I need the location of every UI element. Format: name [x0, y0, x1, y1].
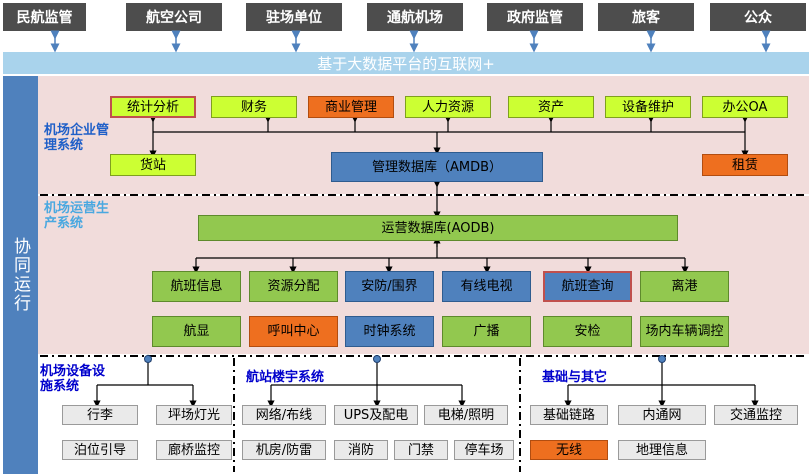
box-base-link: 基础链路 [530, 405, 608, 425]
box-bridge-monitoring: 廊桥监控 [156, 440, 232, 460]
box-broadcast: 广播 [442, 316, 531, 347]
box-apron-lighting: 坪场灯光 [156, 405, 232, 425]
stakeholder-general-aviation-airport: 通航机场 [367, 3, 463, 31]
stakeholder-passenger: 旅客 [598, 3, 694, 31]
box-machine-room: 机房/防雷 [242, 440, 326, 460]
box-aodb: 运营数据库(AODB) [198, 215, 678, 241]
box-geo-info: 地理信息 [618, 440, 706, 460]
box-berth-guidance: 泊位引导 [62, 440, 138, 460]
box-clock-system: 时钟系统 [345, 316, 434, 347]
box-departure: 离港 [640, 271, 729, 302]
box-cargo: 货站 [110, 154, 196, 176]
box-call-center: 呼叫中心 [249, 316, 338, 347]
stakeholder-resident-units: 驻场单位 [246, 3, 342, 31]
box-access-control: 门禁 [394, 440, 448, 460]
box-wireless: 无线 [530, 440, 608, 460]
stakeholder-airline: 航空公司 [126, 3, 222, 31]
platform-banner: 基于大数据平台的互联网+ [3, 52, 809, 74]
box-fire-protection: 消防 [334, 440, 388, 460]
box-vehicle-dispatch: 场内车辆调控 [640, 316, 729, 347]
box-intercom-network: 内通网 [618, 405, 706, 425]
box-assets: 资产 [508, 96, 594, 118]
box-cable-tv: 有线电视 [442, 271, 531, 302]
box-finance: 财务 [211, 96, 297, 118]
collaborative-operation-bar: 协同运行 [3, 76, 38, 474]
box-office-oa: 办公OA [702, 96, 788, 118]
box-commercial: 商业管理 [308, 96, 394, 118]
box-elevator-lighting: 电梯/照明 [424, 405, 508, 425]
box-ups-power: UPS及配电 [334, 405, 418, 425]
box-flight-info: 航班信息 [152, 271, 241, 302]
stakeholder-government-regulator: 政府监管 [487, 3, 583, 31]
facilities-system-label: 机场设备设施系统 [40, 364, 106, 394]
box-flight-query: 航班查询 [543, 271, 632, 302]
box-security-check: 安检 [543, 316, 632, 347]
box-parking: 停车场 [454, 440, 514, 460]
box-flight-display: 航显 [152, 316, 241, 347]
box-network-cabling: 网络/布线 [242, 405, 326, 425]
box-resource-allocation: 资源分配 [249, 271, 338, 302]
box-statistics: 统计分析 [110, 96, 196, 118]
stakeholder-public: 公众 [710, 3, 806, 31]
box-equipment-maintenance: 设备维护 [605, 96, 691, 118]
box-hr: 人力资源 [405, 96, 491, 118]
box-lease: 租赁 [702, 154, 788, 176]
terminal-system-label: 航站楼宇系统 [246, 370, 325, 385]
box-baggage: 行李 [62, 405, 138, 425]
operations-system-label: 机场运营生产系统 [44, 201, 110, 231]
enterprise-system-label: 机场企业管理系统 [44, 123, 110, 153]
infra-system-label: 基础与其它 [542, 370, 608, 385]
box-security-perimeter: 安防/围界 [345, 271, 434, 302]
box-amdb: 管理数据库（AMDB） [331, 152, 543, 182]
stakeholder-civil-aviation-regulator: 民航监管 [3, 3, 86, 31]
box-traffic-monitoring: 交通监控 [714, 405, 798, 425]
